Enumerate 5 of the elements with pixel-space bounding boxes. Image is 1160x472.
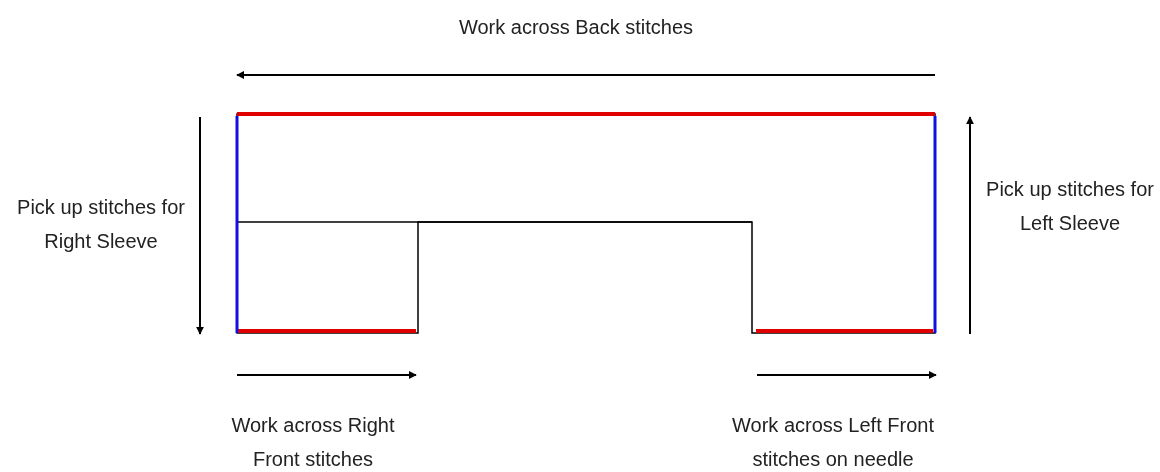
instruction-text: Work across Right Front stitches [231,414,395,470]
instruction-text: Pick up stitches for Right Sleeve [17,196,185,252]
instruction-text: Work across Back stitches [458,16,694,38]
instruction-text: Work across Left Front stitches on needle [732,414,934,470]
instruction-text: Pick up stitches for Left Sleeve [986,178,1154,234]
